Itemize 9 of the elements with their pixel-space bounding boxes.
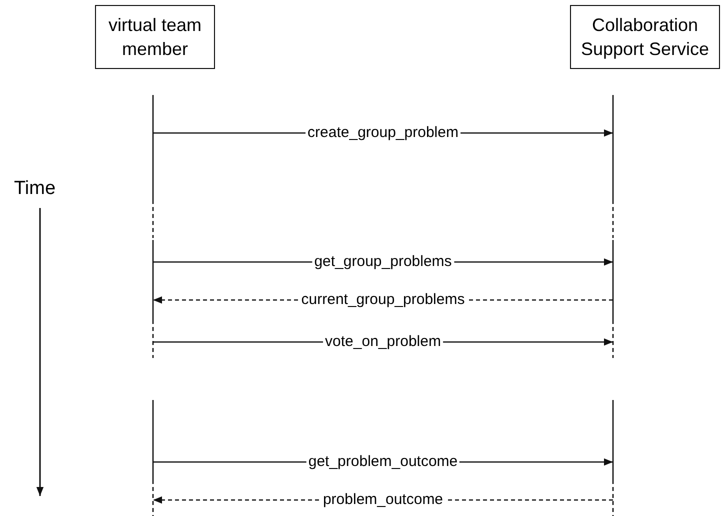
- participant-box: virtual team member: [95, 5, 215, 69]
- message-label: current_group_problems: [299, 291, 467, 309]
- message-label: vote_on_problem: [323, 333, 443, 351]
- participant-box: Collaboration Support Service: [570, 5, 720, 69]
- message-label: create_group_problem: [306, 124, 460, 142]
- axis-label: Time: [14, 178, 56, 200]
- message-label: problem_outcome: [320, 491, 446, 509]
- message-label: get_problem_outcome: [306, 453, 460, 471]
- message-label: get_group_problems: [312, 253, 454, 271]
